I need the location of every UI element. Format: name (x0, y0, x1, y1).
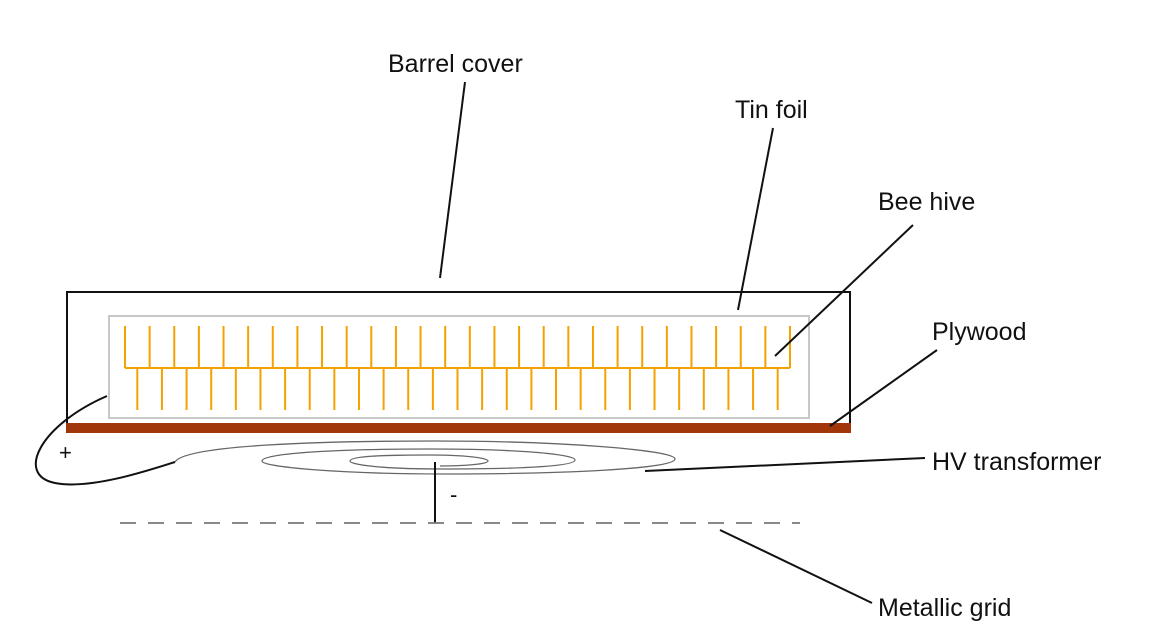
hv-transformer-label: HV transformer (932, 448, 1101, 476)
barrel-cover-label: Barrel cover (388, 50, 523, 78)
positive-wire (34, 395, 176, 486)
plywood-label: Plywood (932, 318, 1027, 346)
bee-hive-label: Bee hive (878, 188, 975, 216)
hv-transformer-leader (644, 457, 926, 472)
bee-hive-leader (774, 224, 914, 357)
metallic-grid-label: Metallic grid (878, 594, 1011, 622)
tin-foil-box (108, 315, 810, 419)
tin-foil-label: Tin foil (735, 96, 808, 124)
hv-transformer-coil (174, 440, 676, 475)
plywood-board (66, 423, 851, 433)
barrel-cover-leader (439, 81, 466, 279)
bee-hive-comb (124, 326, 791, 410)
positive-sign: + (59, 440, 72, 465)
negative-sign: - (450, 482, 457, 507)
metallic-grid-leader (719, 529, 873, 604)
tin-foil-leader (737, 127, 774, 311)
plywood-leader (829, 349, 938, 427)
